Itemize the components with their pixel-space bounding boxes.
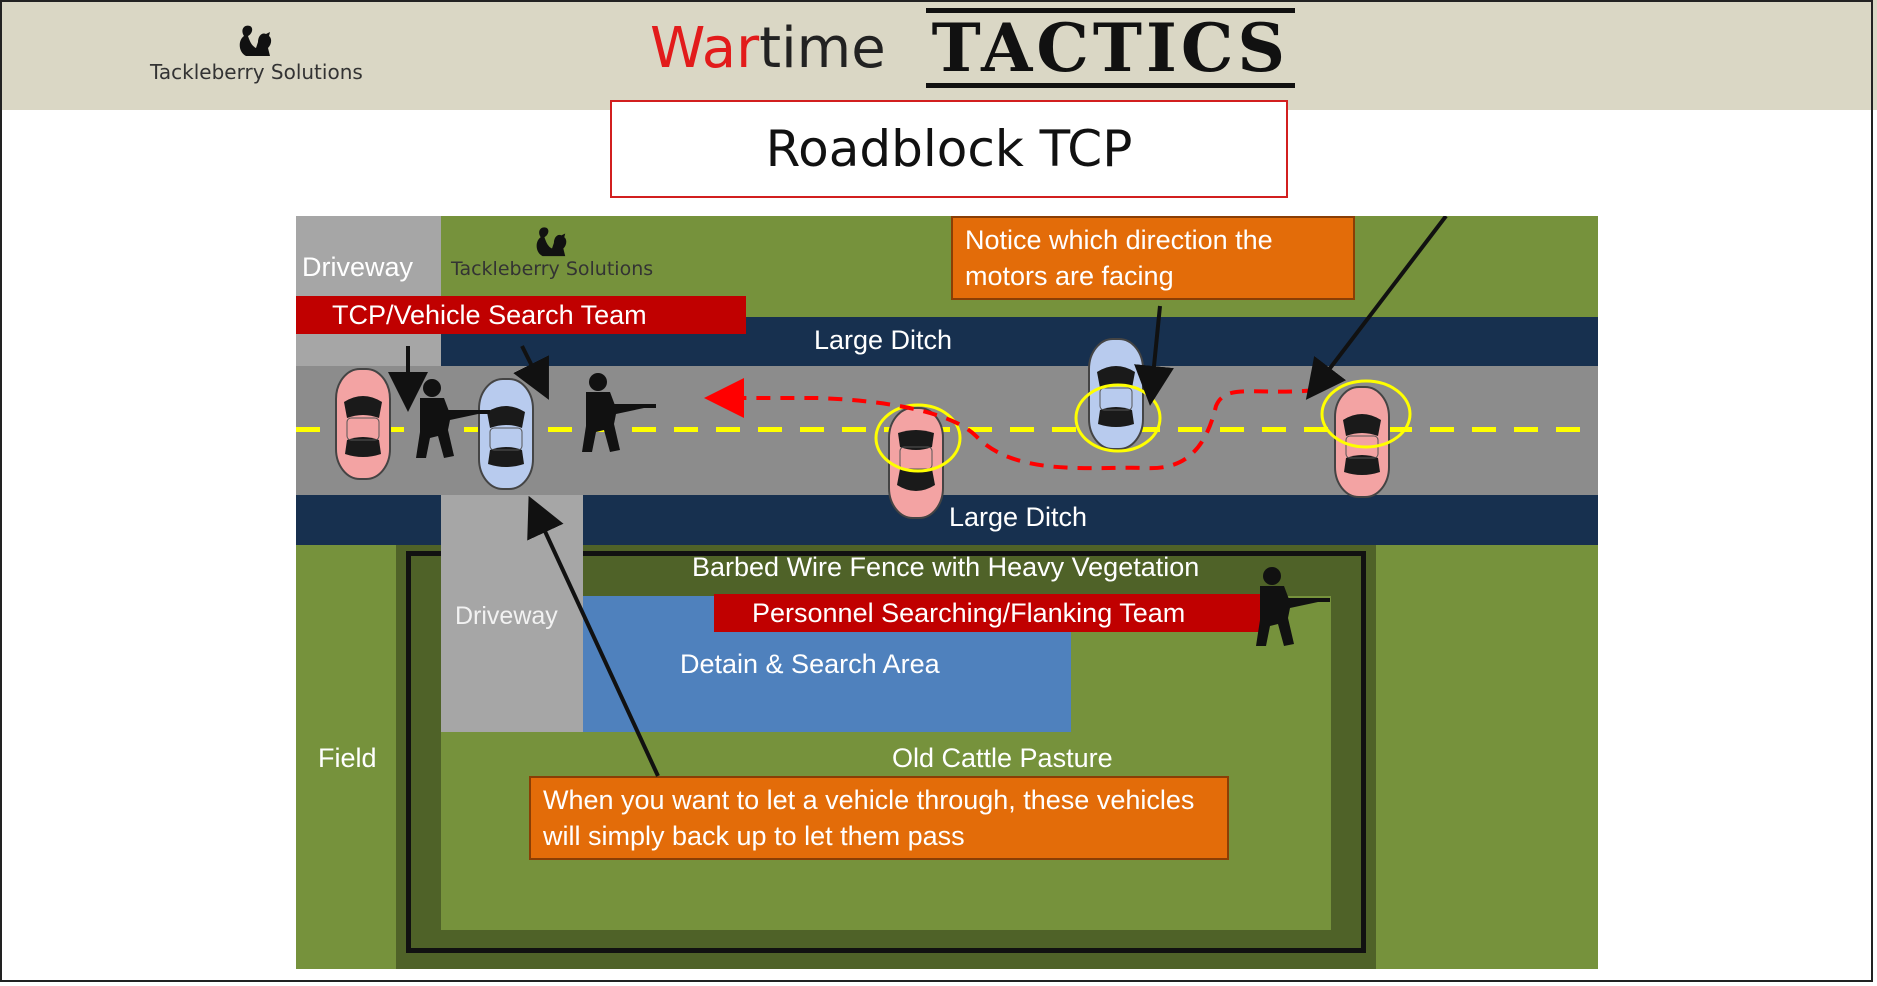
title-time: time (759, 15, 886, 81)
squirrel-logo-icon (536, 227, 567, 257)
label-field: Field (318, 743, 377, 773)
header-logo-text: Tackleberry Solutions (150, 60, 363, 84)
callout-motors: Notice which direction the motors are fa… (951, 216, 1355, 300)
label-large-ditch-bottom: Large Ditch (949, 502, 1088, 532)
label-old-pasture: Old Cattle Pasture (892, 743, 1113, 773)
subtitle-box: Roadblock TCP (610, 100, 1288, 198)
highlight-ring (874, 403, 962, 473)
callout-let-through: When you want to let a vehicle through, … (529, 776, 1229, 860)
route-arrow (704, 378, 1317, 471)
title-tactics: TACTICS (925, 8, 1296, 88)
car-icon (335, 368, 391, 480)
arrow-icon (1134, 305, 1174, 406)
tcp-team-bar: TCP/Vehicle Search Team (296, 296, 746, 334)
diagram-watermark-text: Tackleberry Solutions (451, 258, 654, 280)
label-driveway-top: Driveway (302, 252, 414, 282)
page-title: War time TACTICS (650, 8, 1296, 88)
diagram-overlay (335, 216, 1448, 777)
arrow-icon (513, 345, 549, 400)
car-icon (478, 378, 534, 490)
header-logo: Tackleberry Solutions (150, 22, 363, 84)
flanking-team-label: Personnel Searching/Flanking Team (752, 597, 1186, 628)
soldier-icon (582, 373, 656, 452)
label-large-ditch-top: Large Ditch (814, 325, 953, 355)
arrow-icon (1305, 216, 1448, 400)
subtitle: Roadblock TCP (765, 120, 1133, 178)
callout-motors-text: Notice which direction the motors are fa… (965, 225, 1273, 291)
highlight-ring (1074, 383, 1162, 453)
header-banner: Tackleberry Solutions War time TACTICS (0, 0, 1877, 110)
roadblock-diagram: Tackleberry Solutions Driveway Large Dit… (296, 216, 1598, 969)
diagram-watermark: Tackleberry Solutions (451, 224, 653, 280)
highlight-ring (1320, 379, 1412, 449)
flanking-team-bar: Personnel Searching/Flanking Team (714, 594, 1266, 632)
callout-let-through-text: When you want to let a vehicle through, … (543, 785, 1195, 851)
squirrel-logo-icon (240, 25, 272, 56)
driveway-top (296, 216, 441, 366)
soldier-icon (1256, 567, 1330, 646)
tcp-team-label: TCP/Vehicle Search Team (332, 299, 647, 330)
center-line (296, 427, 1598, 432)
arrow-icon (527, 495, 660, 777)
label-barbed-wire: Barbed Wire Fence with Heavy Vegetation (692, 552, 1200, 582)
fence-wire (406, 551, 1366, 953)
car-icon (1088, 338, 1144, 450)
label-detain-area: Detain & Search Area (680, 649, 940, 679)
car-icon (888, 407, 944, 519)
title-war: War (650, 15, 760, 81)
label-driveway-side: Driveway (455, 602, 558, 630)
